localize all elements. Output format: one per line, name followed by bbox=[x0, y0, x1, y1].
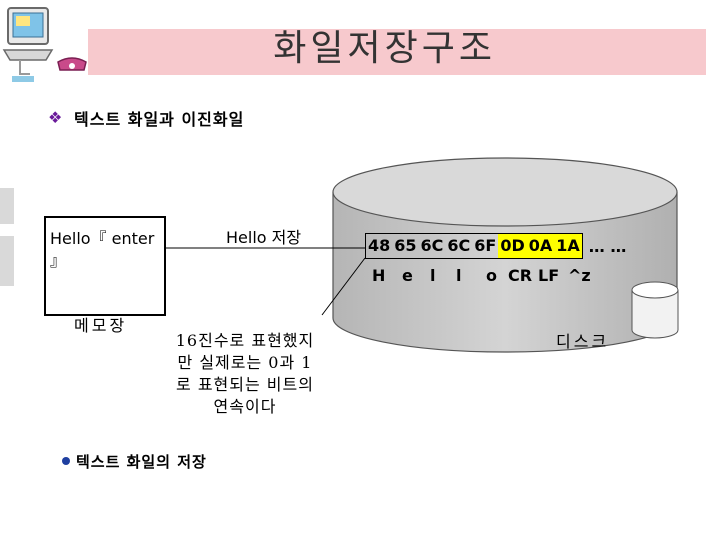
hex-byte: 6F bbox=[474, 236, 497, 255]
hex-byte: 1A bbox=[554, 234, 582, 258]
hex-trail: … … bbox=[588, 236, 627, 256]
page-title: 화일저장구조 bbox=[273, 28, 496, 69]
sub-heading: 텍스트 화일의 저장 bbox=[76, 453, 207, 471]
connector-line bbox=[321, 257, 366, 316]
char-cell: e bbox=[402, 266, 413, 285]
side-tab bbox=[0, 236, 14, 286]
hex-byte: 0D bbox=[498, 234, 527, 258]
hex-note: 16진수로 표현했지만 실제로는 0과 1로 표현되는 비트의 연속이다 bbox=[175, 331, 315, 416]
notepad-content: Hello『 enter 』 bbox=[50, 228, 166, 272]
char-cell: H bbox=[372, 266, 386, 285]
hex-byte: 6C bbox=[447, 236, 471, 255]
char-cell: l bbox=[456, 266, 462, 285]
char-cell: ^z bbox=[568, 266, 591, 285]
section-heading: 텍스트 화일과 이진화일 bbox=[74, 110, 245, 129]
disk-top bbox=[332, 157, 678, 227]
char-cell: LF bbox=[538, 266, 560, 285]
dot-bullet-icon bbox=[62, 457, 70, 465]
disk-label: 디스크 bbox=[556, 332, 610, 351]
computer-phone-icon bbox=[2, 7, 87, 82]
notepad-box bbox=[44, 216, 166, 316]
check-bullet-icon: ❖ bbox=[48, 108, 63, 127]
title-banner bbox=[88, 29, 706, 75]
hex-byte: 0A bbox=[526, 234, 555, 258]
small-disk-body bbox=[631, 290, 679, 339]
hex-byte: 6C bbox=[420, 236, 444, 255]
save-label: Hello 저장 bbox=[226, 228, 302, 247]
notepad-line: Hello『 enter bbox=[50, 229, 155, 248]
side-tab bbox=[0, 188, 14, 224]
char-cell: CR bbox=[508, 266, 533, 285]
notepad-label: 메모장 bbox=[74, 316, 128, 335]
char-cell: l bbox=[430, 266, 436, 285]
char-cell: o bbox=[486, 266, 497, 285]
hex-byte: 65 bbox=[394, 236, 417, 255]
hex-byte: 48 bbox=[368, 236, 391, 255]
small-disk-top bbox=[631, 281, 679, 299]
notepad-line: 』 bbox=[50, 251, 67, 270]
